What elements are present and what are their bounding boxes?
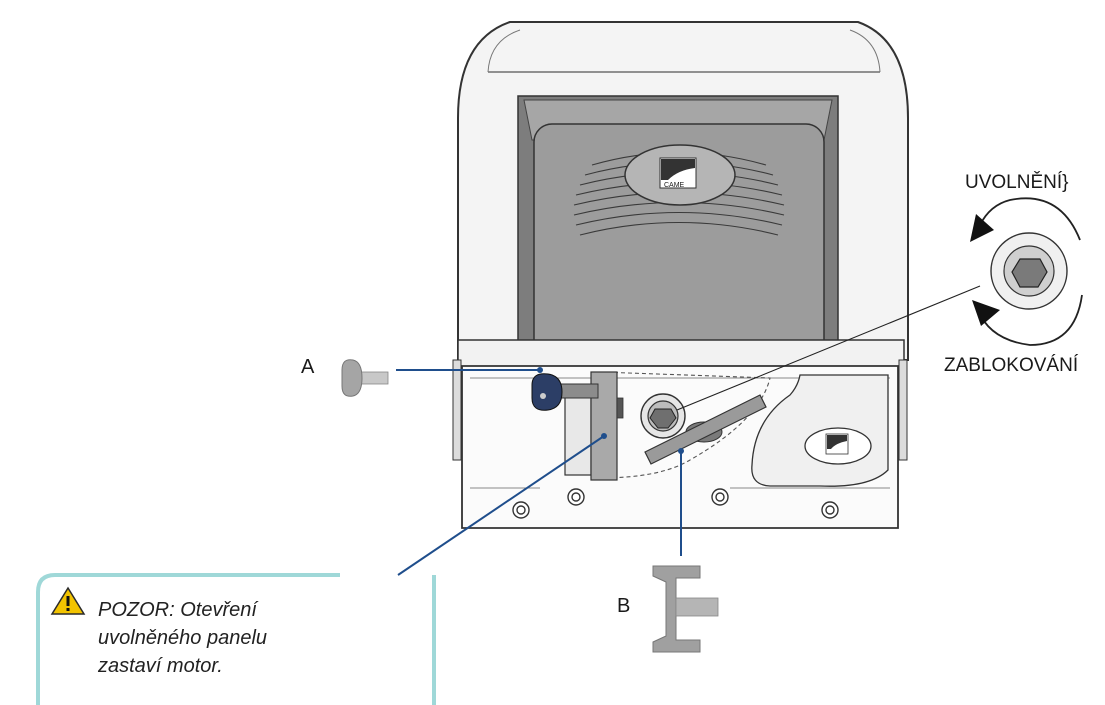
release-lever-path bbox=[599, 371, 771, 479]
inserted-key-a bbox=[531, 373, 599, 411]
key-a-icon bbox=[341, 359, 389, 397]
came-logo-plate bbox=[804, 427, 872, 465]
label-b: B bbox=[617, 595, 631, 617]
label-lock: ZABLOKOVÁNÍ bbox=[944, 355, 1079, 376]
rotation-arrows-icon bbox=[977, 197, 1083, 346]
came-logo-cover: CAME bbox=[624, 144, 736, 206]
release-latch bbox=[564, 371, 624, 481]
svg-text:CAME: CAME bbox=[664, 182, 685, 189]
mounting-holes bbox=[512, 488, 839, 519]
housing-cover: CAME bbox=[457, 21, 909, 367]
label-release: UVOLNĚNÍ} bbox=[965, 172, 1069, 193]
warning-text: POZOR: Otevření uvolněného panelu zastav… bbox=[98, 599, 268, 677]
warning-icon bbox=[50, 586, 86, 615]
leader-line-panel bbox=[397, 435, 605, 576]
base-plate bbox=[452, 339, 908, 529]
key-b-icon bbox=[652, 565, 719, 653]
label-a: A bbox=[301, 356, 315, 378]
warning-callout bbox=[36, 573, 436, 705]
release-lever bbox=[644, 394, 767, 465]
rotation-detail bbox=[676, 197, 1083, 411]
leader-lines bbox=[396, 369, 682, 576]
release-socket bbox=[640, 393, 686, 439]
